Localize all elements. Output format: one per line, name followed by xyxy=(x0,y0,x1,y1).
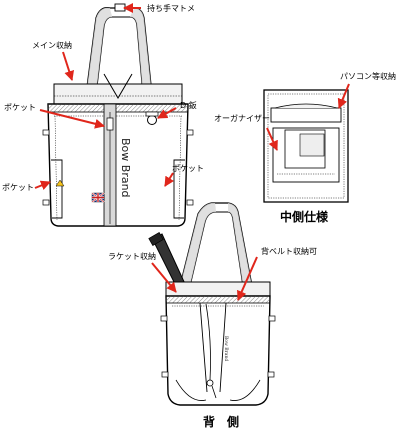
label-inside-spec: 中側仕様 xyxy=(280,209,329,224)
label-pc-storage: パソコン等収納 xyxy=(340,71,396,81)
d-ring xyxy=(147,115,157,125)
arrow-pocket-left xyxy=(34,180,51,190)
arrow-organizer xyxy=(266,127,278,151)
front-handle-inner xyxy=(95,16,144,96)
arrow-back-belt xyxy=(237,256,258,301)
uk-flag-icon xyxy=(91,192,105,203)
callout-arrows xyxy=(34,3,350,301)
arrow-pocket-front xyxy=(39,109,105,129)
handle-band xyxy=(114,3,126,12)
label-pocket-front: ポケット xyxy=(4,103,36,112)
arrow-pocket-right xyxy=(164,172,174,187)
front-bag-opening xyxy=(53,83,183,105)
front-bag: Bow Brand xyxy=(42,3,194,227)
label-racket-storage: ラケット収納 xyxy=(108,251,156,261)
arrow-racket xyxy=(151,262,177,293)
label-back-side: 背 側 xyxy=(203,414,239,429)
inside-view xyxy=(263,89,349,203)
arrow-main-storage xyxy=(62,51,75,81)
back-bag: Bow Brand xyxy=(148,202,276,406)
label-main-storage: メイン収納 xyxy=(32,40,72,50)
front-right-pocket xyxy=(173,159,185,219)
pc-sleeve xyxy=(270,107,342,123)
back-belt-strap xyxy=(199,302,227,393)
front-left-pocket xyxy=(51,159,63,219)
labels: 持ち手マトメ メイン収納 ポケット D 鈑 ポケット ポケット パソコン等収納 … xyxy=(2,3,396,429)
label-pocket-left: ポケット xyxy=(2,183,34,192)
label-pocket-right: ポケット xyxy=(172,164,204,173)
label-back-belt: 背ベルト収納可 xyxy=(261,246,317,256)
back-bag-body xyxy=(165,295,271,406)
back-brand-text: Bow Brand xyxy=(223,336,229,361)
arrow-d-ring xyxy=(157,107,177,119)
arrow-pc-storage xyxy=(337,83,350,109)
front-brand-text: Bow Brand xyxy=(119,138,132,198)
label-organizer: オーガナイザー xyxy=(214,113,270,123)
label-handle-marker: 持ち手マトメ xyxy=(147,3,195,13)
label-d-ring: D 鈑 xyxy=(180,100,197,110)
front-bag-body xyxy=(47,103,189,227)
